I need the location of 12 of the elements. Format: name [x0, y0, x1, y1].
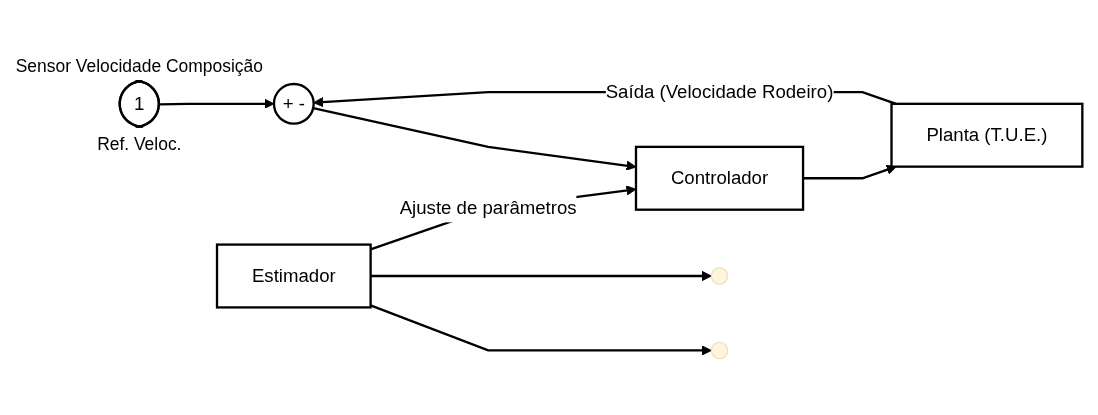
- edge-label: Ajuste de parâmetros: [399, 198, 577, 219]
- port-label: Ref. Veloc.: [97, 134, 182, 155]
- arrow: [159, 99, 275, 110]
- arrow: [370, 304, 712, 356]
- node-circle: + -: [272, 83, 315, 126]
- node-box: Estimador: [215, 243, 372, 309]
- arrow: [803, 165, 897, 180]
- node-box: Controlador: [634, 146, 805, 212]
- node-box: Planta (T.U.E.): [890, 103, 1084, 169]
- port-label: Sensor Velocidade Composição: [15, 56, 263, 77]
- edge-label: Saída (Velocidade Rodeiro): [605, 82, 834, 102]
- arrow: [370, 271, 712, 282]
